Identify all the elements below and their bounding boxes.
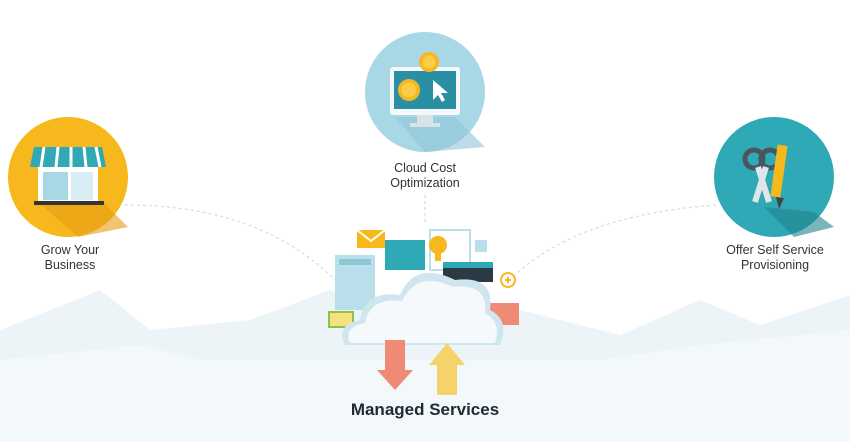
tools-icon xyxy=(714,117,834,237)
center-title: Managed Services xyxy=(350,400,500,419)
self-service-label: Offer Self Service Provisioning xyxy=(726,243,824,272)
grow-business-label: Grow Your Business xyxy=(40,243,100,272)
storefront-icon xyxy=(8,117,128,237)
monitor-coins-icon xyxy=(365,32,485,152)
cloud-services-icon xyxy=(328,229,519,395)
cloud-cost-label: Cloud Cost Optimization xyxy=(390,161,460,190)
